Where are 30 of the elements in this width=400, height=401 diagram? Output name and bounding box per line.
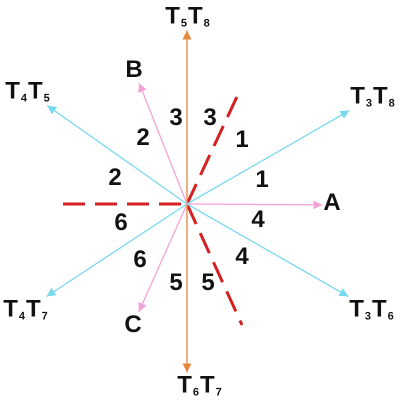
vector-label: T$_{6}$T$_{7}$ bbox=[177, 374, 223, 398]
vector-label: T$_{5}$T$_{8}$ bbox=[165, 4, 211, 30]
sector-number: 4 bbox=[251, 208, 265, 232]
vector-label: T$_{3}$T$_{8}$ bbox=[350, 84, 396, 110]
sector-number: 2 bbox=[136, 126, 150, 150]
vector-label: B bbox=[125, 58, 143, 82]
arrow bbox=[187, 200, 322, 210]
arrow bbox=[186, 203, 349, 298]
sector-number: 5 bbox=[201, 271, 215, 295]
sector-number: 1 bbox=[255, 168, 269, 192]
vector-label: A bbox=[323, 191, 341, 215]
sector-number: 5 bbox=[169, 271, 183, 295]
arrow bbox=[186, 110, 350, 205]
sector-number: 4 bbox=[235, 245, 249, 269]
vector-label: T$_{4}$T$_{5}$ bbox=[5, 80, 51, 104]
vector-label: T$_{4}$T$_{7}$ bbox=[3, 298, 49, 322]
arrow bbox=[182, 30, 192, 204]
arrow bbox=[46, 104, 188, 205]
vector-label: C bbox=[124, 313, 142, 337]
sector-number: 2 bbox=[108, 166, 122, 190]
arrow bbox=[46, 203, 188, 298]
arrow bbox=[138, 204, 188, 312]
sector-number: 6 bbox=[114, 211, 128, 235]
sector-number: 1 bbox=[235, 128, 249, 152]
sector-number: 3 bbox=[169, 106, 183, 130]
vector-label: T$_{3}$T$_{6}$ bbox=[349, 298, 395, 322]
arrow bbox=[182, 204, 192, 372]
sector-number: 6 bbox=[133, 248, 147, 272]
sector-number: 3 bbox=[203, 106, 217, 130]
arrow bbox=[138, 82, 188, 204]
